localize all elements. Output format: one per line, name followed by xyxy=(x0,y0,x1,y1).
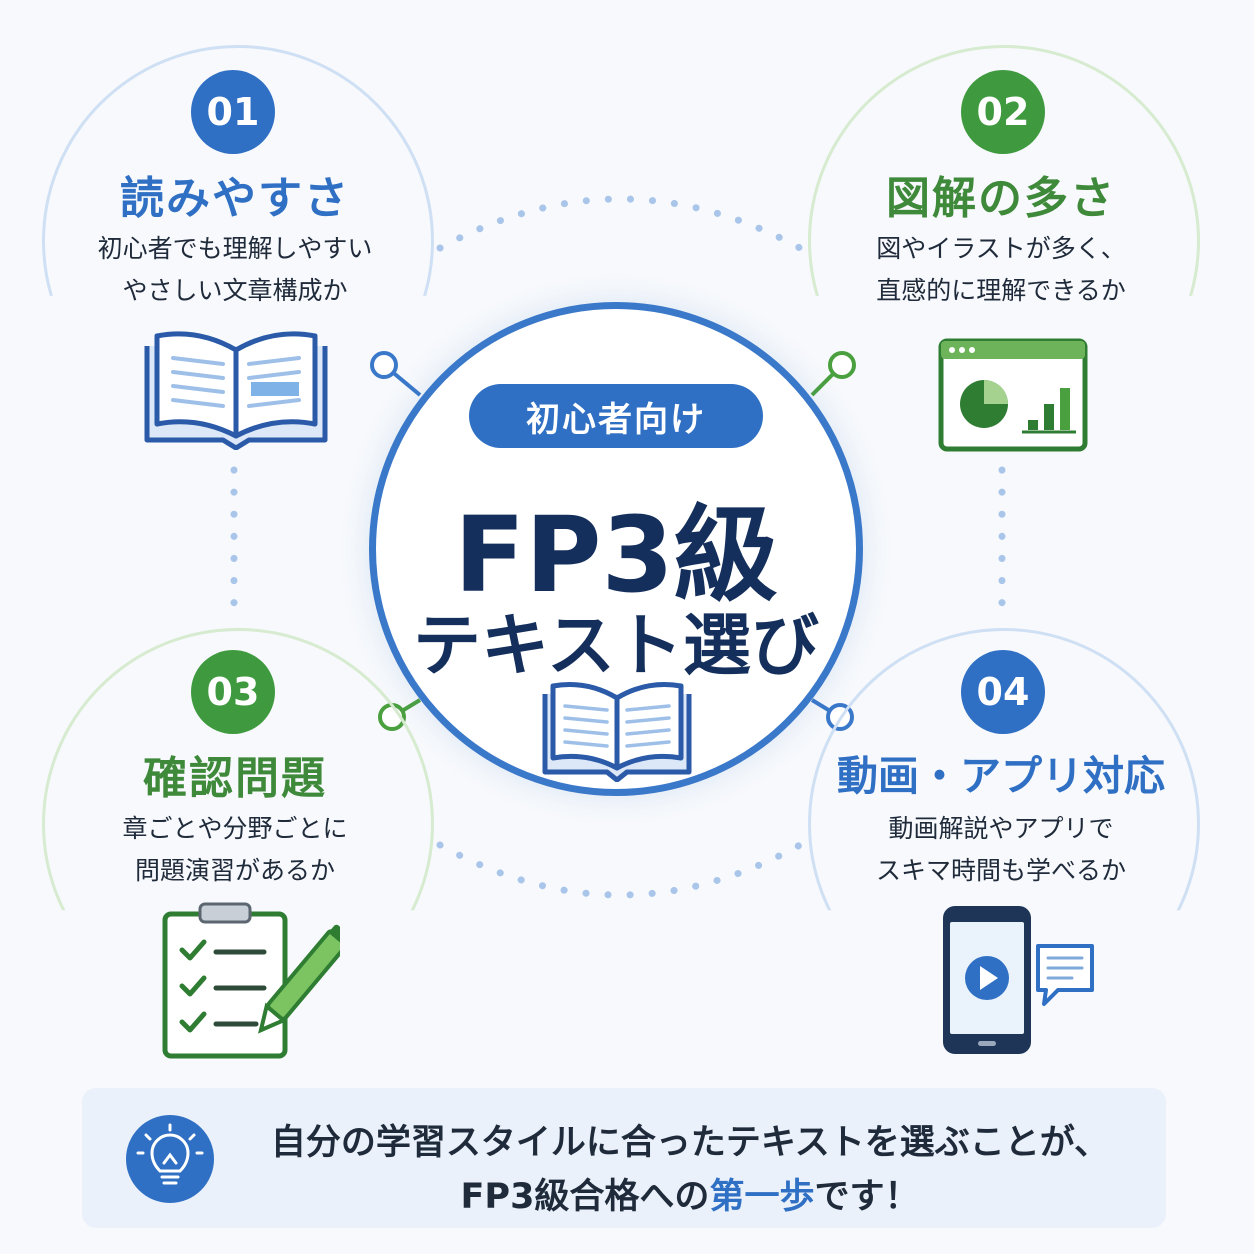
bottom-banner xyxy=(82,1088,1166,1228)
open-book-icon xyxy=(542,682,692,782)
banner-line2-post: です！ xyxy=(814,1177,920,1217)
checklist-clipboard-icon xyxy=(162,902,340,1059)
smartphone-video-icon xyxy=(943,906,1094,1054)
lightbulb-icon xyxy=(126,1115,214,1203)
feature-number-badge: 03 xyxy=(191,650,275,734)
banner-line2-pre: FP3級合格への xyxy=(460,1177,710,1217)
chart-window-icon xyxy=(938,338,1088,452)
feature-desc-line1: 動画解説やアプリで xyxy=(888,814,1114,843)
feature-number-badge: 02 xyxy=(961,70,1045,154)
banner-line2: FP3級合格への第一歩です！ xyxy=(240,1168,1140,1219)
banner-highlight: 第一歩 xyxy=(709,1177,815,1217)
feature-desc-line2: 直感的に理解できるか xyxy=(876,276,1126,305)
feature-desc-line2: スキマ時間も学べるか xyxy=(875,856,1126,885)
main-subtitle: テキスト選び xyxy=(413,607,819,686)
main-title: FP3級 xyxy=(454,494,778,616)
feature-desc-line1: 章ごとや分野ごとに xyxy=(122,814,348,843)
feature-number-badge: 04 xyxy=(961,650,1045,734)
feature-title: 読みやすさ xyxy=(120,173,350,224)
feature-desc-line1: 図やイラストが多く、 xyxy=(876,234,1126,263)
feature-title: 確認問題 xyxy=(143,753,327,804)
feature-desc-line2: 問題演習があるか xyxy=(134,856,335,885)
feature-title: 図解の多さ xyxy=(886,173,1116,224)
open-book-icon xyxy=(144,331,328,450)
feature-number-badge: 01 xyxy=(191,70,275,154)
banner-line1: 自分の学習スタイルに合ったテキストを選ぶことが、 xyxy=(270,1123,1110,1163)
beginner-pill: 初心者向け xyxy=(469,384,763,448)
feature-desc-line1: 初心者でも理解しやすい xyxy=(97,234,373,263)
feature-desc-line2: やさしい文章構成か xyxy=(122,276,348,305)
feature-title: 動画・アプリ対応 xyxy=(837,752,1165,800)
